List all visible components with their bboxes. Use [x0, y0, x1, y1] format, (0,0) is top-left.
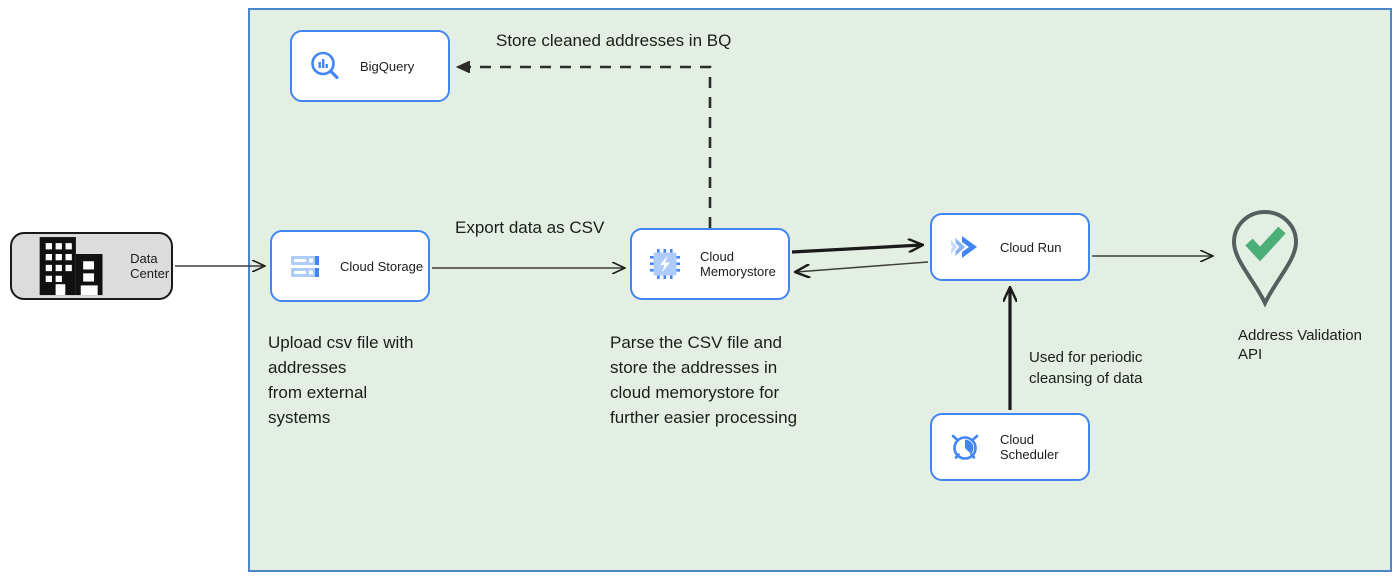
node-cloud-memorystore[interactable]: Cloud Memorystore: [630, 228, 790, 300]
node-bigquery[interactable]: BigQuery: [290, 30, 450, 102]
edge-label-periodic-cleansing: Used for periodic cleansing of data: [1029, 349, 1143, 387]
data-center-icon: [39, 237, 103, 295]
node-address-validation-api[interactable]: Address Validation API: [1218, 208, 1394, 368]
node-label-data-center: Data Center: [130, 251, 170, 281]
node-data-center[interactable]: Data Center: [10, 232, 173, 300]
node-label-cloud-scheduler: Cloud Scheduler: [1000, 432, 1059, 462]
cloud-storage-icon: [291, 256, 319, 277]
node-label-cloud-run: Cloud Run: [1000, 239, 1062, 255]
bigquery-icon: [311, 51, 339, 80]
node-label-cloud-storage: Cloud Storage: [340, 258, 424, 274]
edge-label-store-in-bq: Store cleaned addresses in BQ: [496, 31, 732, 50]
edge-label-export-csv: Export data as CSV: [455, 218, 605, 237]
annotation-parse-csv: Parse the CSV file and store the address…: [610, 333, 798, 427]
node-cloud-storage[interactable]: Cloud Storage: [270, 230, 430, 302]
node-label-address-validation-api: Address Validation API: [1238, 327, 1362, 363]
node-label-cloud-memorystore: Cloud Memorystore: [700, 249, 776, 279]
cloud-memorystore-icon: [650, 249, 680, 279]
cloud-scheduler-icon: [951, 434, 979, 460]
node-cloud-scheduler[interactable]: Cloud Scheduler: [930, 413, 1090, 481]
map-pin-check-icon: [1231, 209, 1299, 308]
node-cloud-run[interactable]: Cloud Run: [930, 213, 1090, 281]
cloud-run-icon: [951, 236, 977, 258]
annotation-upload-csv: Upload csv file with addresses from exte…: [268, 333, 414, 427]
node-label-bigquery: BigQuery: [360, 58, 415, 74]
cloud-boundary: [248, 8, 1392, 572]
